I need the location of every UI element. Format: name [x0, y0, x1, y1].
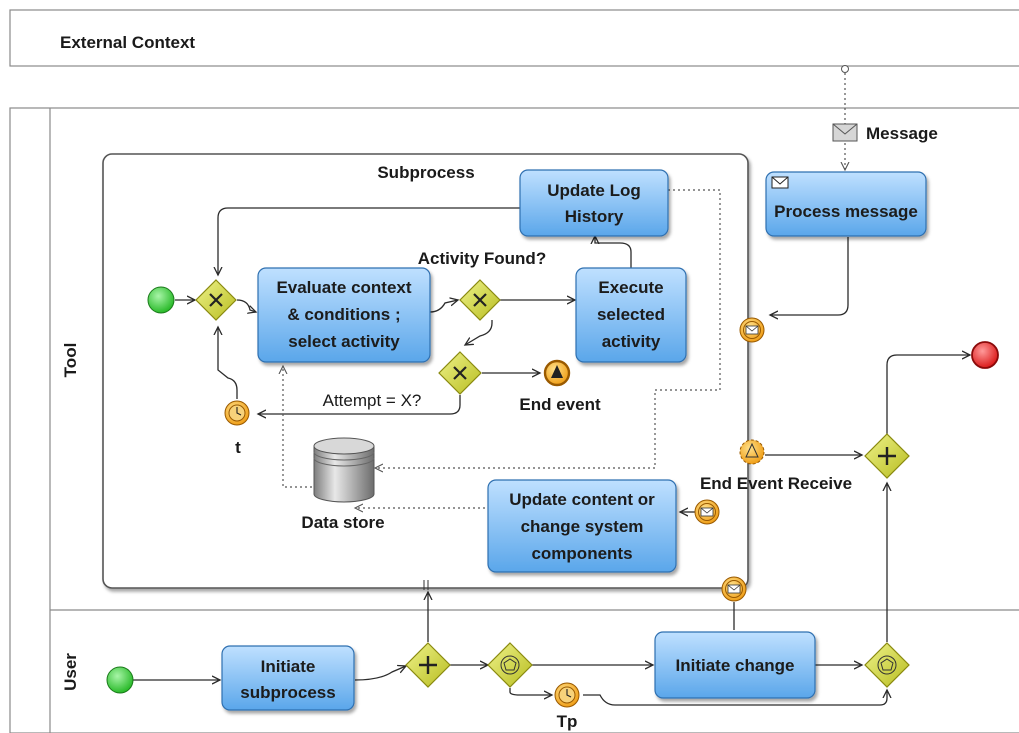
end-event-receive-label: End Event Receive — [700, 474, 852, 493]
task-evaluate-line2: & conditions ; — [287, 305, 400, 324]
start-event-user[interactable] — [106, 666, 134, 694]
task-evaluate-line1: Evaluate context — [276, 278, 411, 297]
task-initiate-subprocess[interactable]: Initiate subprocess — [221, 645, 355, 711]
task-execute-line1: Execute — [598, 278, 663, 297]
end-event-label: End event — [519, 395, 601, 414]
task-update-log-line1: Update Log — [547, 181, 641, 200]
task-update-log-history[interactable]: Update Log History — [519, 169, 669, 237]
end-event-escalation[interactable] — [543, 359, 571, 387]
data-store-label: Data store — [301, 513, 384, 532]
parallel-gateway-end[interactable] — [864, 433, 910, 479]
parallel-gateway-start[interactable] — [405, 642, 451, 688]
task-evaluate-context[interactable]: Evaluate context & conditions ; select a… — [257, 267, 431, 363]
task-update-content-line1: Update content or — [509, 490, 655, 509]
timer-tp-label: Tp — [557, 712, 578, 731]
message-intermediate-event-top[interactable] — [739, 317, 765, 343]
escalation-event-receive[interactable] — [739, 439, 765, 465]
task-execute-line2: selected — [597, 305, 665, 324]
task-update-log-line2: History — [565, 207, 624, 226]
task-update-content-line3: components — [531, 544, 632, 563]
message-intermediate-event-bottom[interactable] — [721, 576, 747, 602]
exclusive-gateway-attempt[interactable] — [438, 351, 482, 395]
end-event-main[interactable] — [971, 341, 999, 369]
message-label: Message — [866, 124, 938, 143]
external-context-label: External Context — [60, 33, 195, 52]
timer-event-tp[interactable] — [554, 682, 580, 708]
exclusive-gateway-merge[interactable] — [195, 279, 237, 321]
message-flow — [842, 65, 849, 171]
task-update-content-line2: change system — [521, 517, 644, 536]
task-process-message-label: Process message — [774, 202, 918, 221]
task-initiate-change-label: Initiate change — [675, 656, 794, 675]
timer-event-t[interactable] — [224, 400, 250, 426]
task-evaluate-line3: select activity — [288, 332, 400, 351]
start-event-subprocess[interactable] — [147, 286, 175, 314]
task-process-message[interactable]: Process message — [765, 171, 927, 237]
external-context-pool: External Context — [9, 9, 1019, 67]
task-execute-line3: activity — [602, 332, 661, 351]
activity-found-label: Activity Found? — [418, 249, 546, 268]
exclusive-gateway-activity-found[interactable] — [459, 279, 501, 321]
task-update-content[interactable]: Update content or change system componen… — [487, 479, 677, 573]
event-based-gateway-join[interactable] — [864, 642, 910, 688]
message-envelope-icon — [832, 123, 858, 142]
envelope-icon — [771, 176, 789, 189]
task-initiate-subprocess-line2: subprocess — [240, 683, 335, 702]
subprocess-label: Subprocess — [377, 163, 474, 182]
task-initiate-subprocess-line1: Initiate — [261, 657, 316, 676]
message-intermediate-event-content[interactable] — [694, 499, 720, 525]
data-store[interactable] — [313, 437, 375, 503]
timer-t-label: t — [235, 438, 241, 457]
lane-tool-label: Tool — [61, 343, 80, 378]
attempt-label: Attempt = X? — [323, 391, 422, 410]
task-execute-activity[interactable]: Execute selected activity — [575, 267, 687, 363]
event-based-gateway[interactable] — [487, 642, 533, 688]
task-initiate-change[interactable]: Initiate change — [654, 631, 816, 699]
lane-user-label: User — [61, 653, 80, 691]
